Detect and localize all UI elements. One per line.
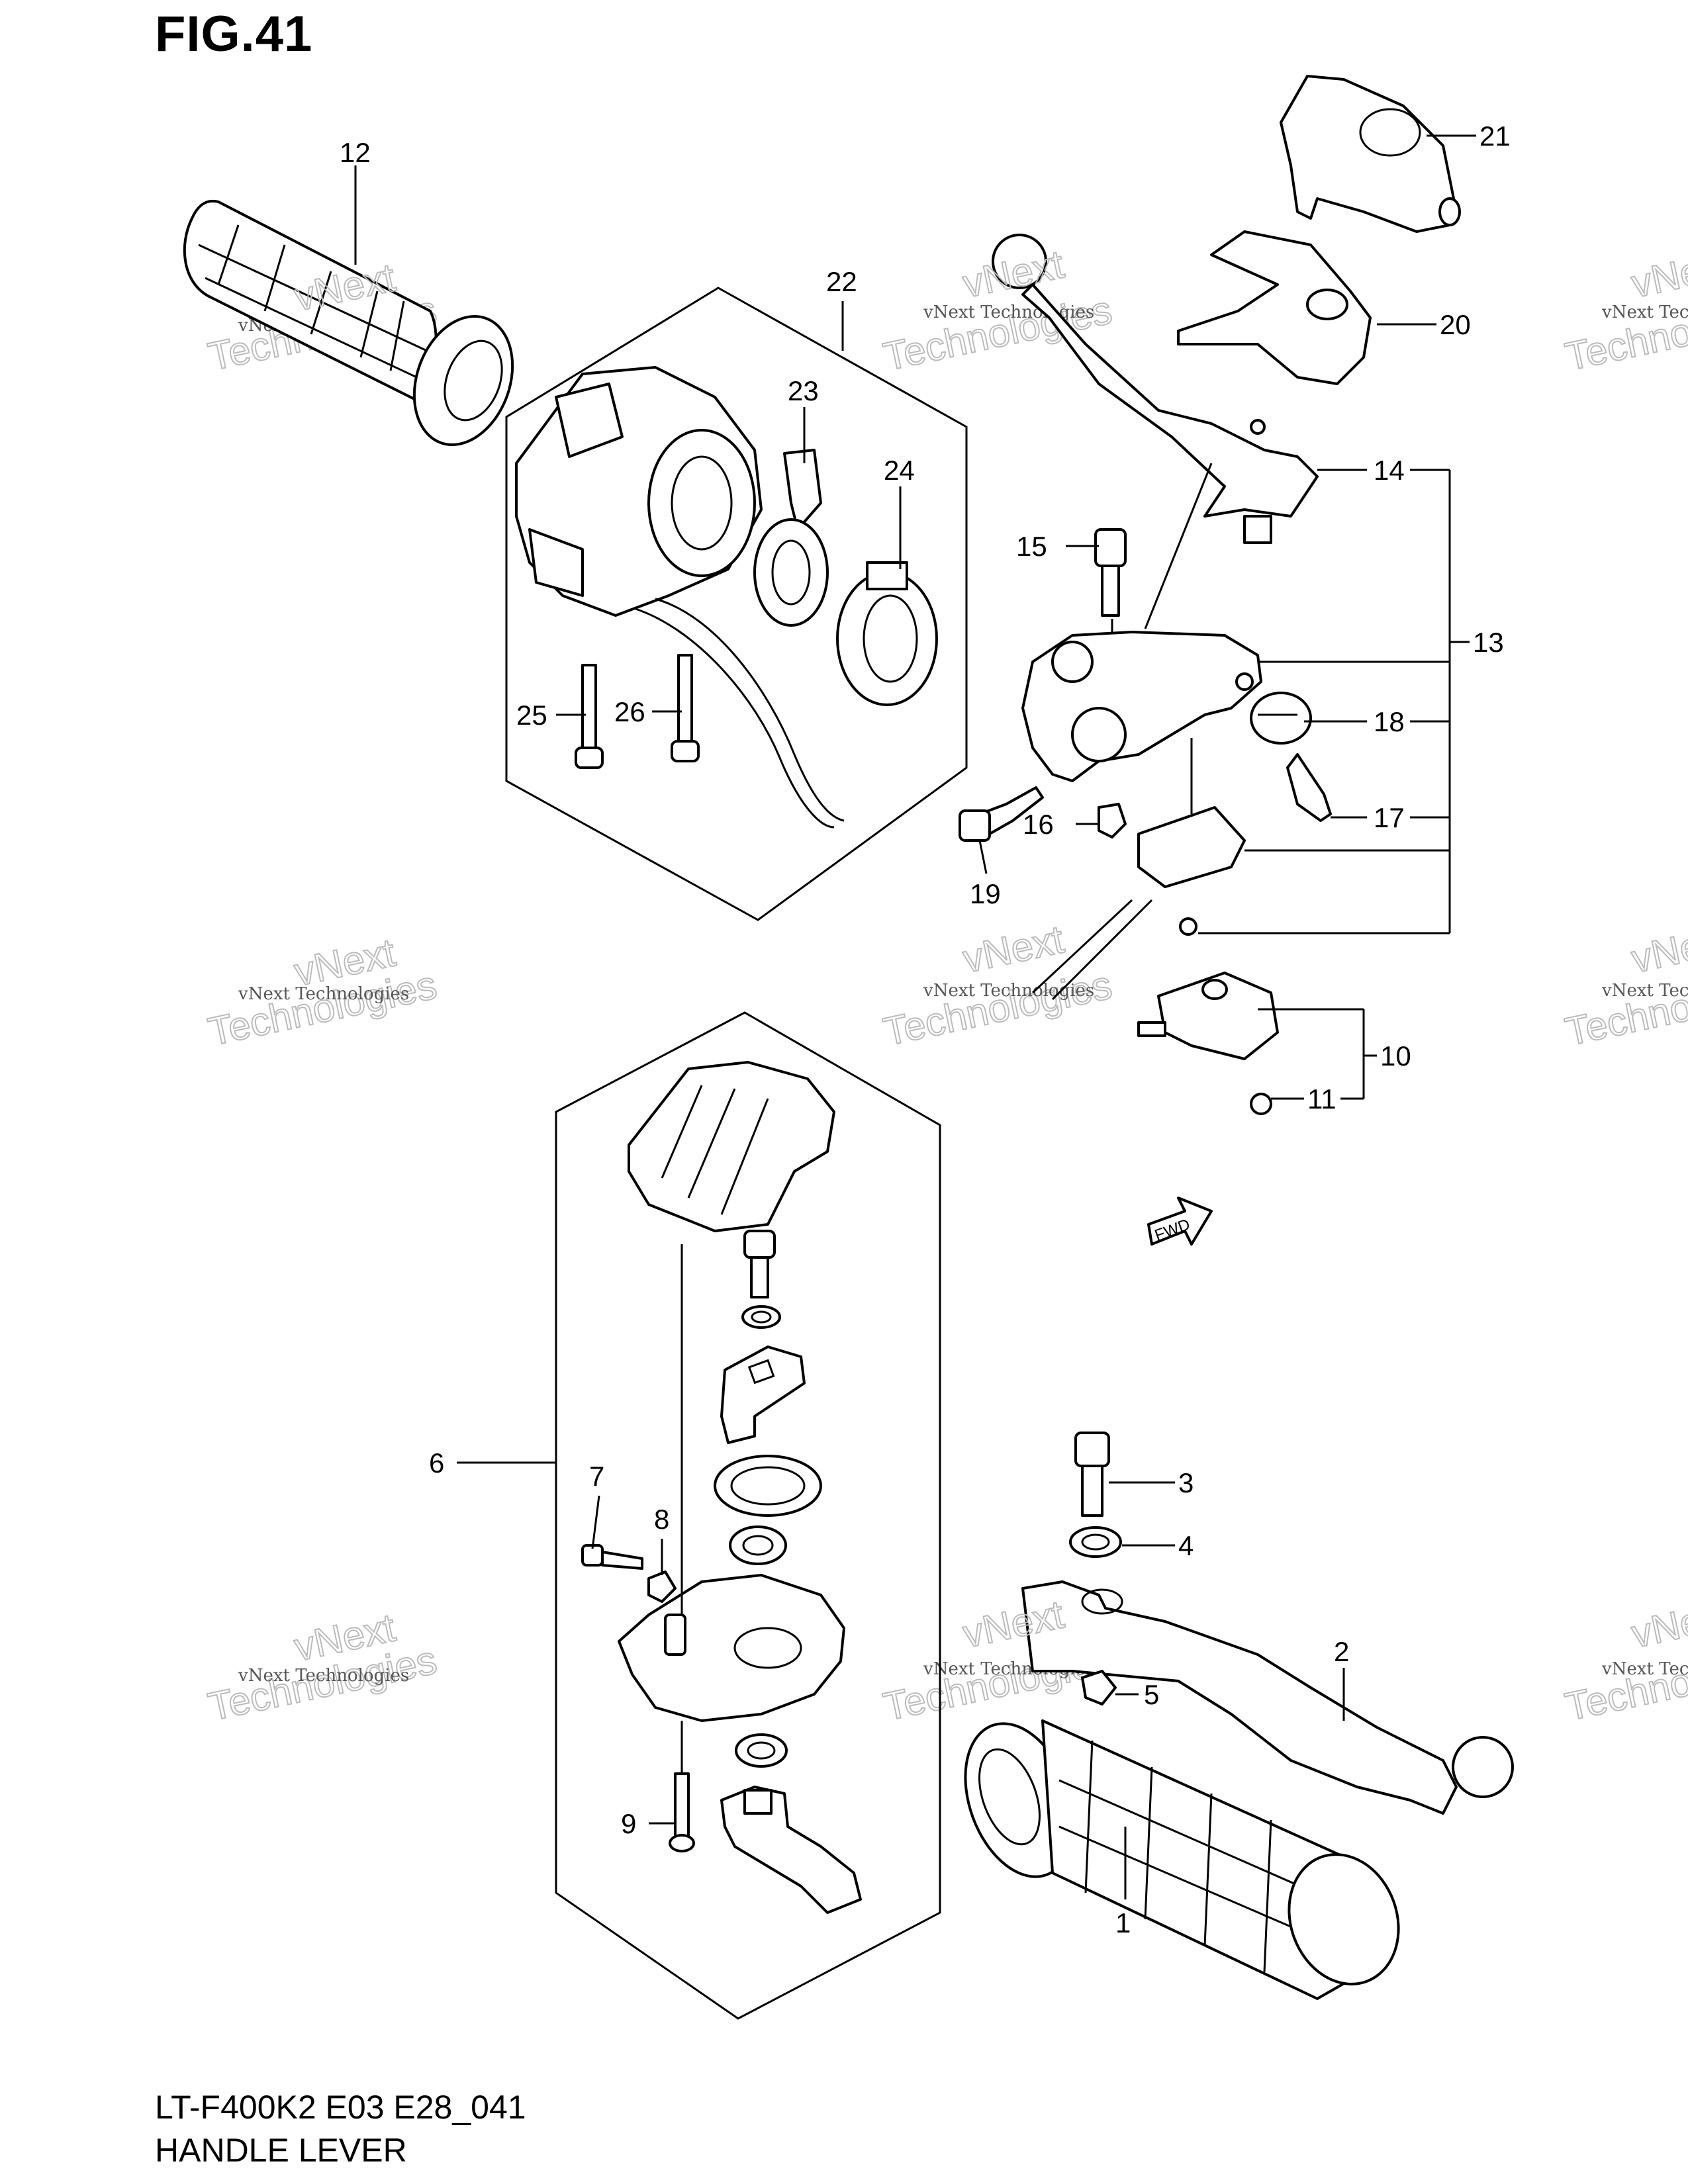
part-13-master-cylinder (1021, 463, 1262, 782)
callout-2: 2 (1334, 1636, 1349, 1667)
svg-text:Technologies: Technologies (1562, 962, 1688, 1054)
part-23-lever (753, 449, 829, 627)
part-17-screw (1286, 753, 1332, 822)
callout-19: 19 (970, 878, 1001, 909)
callout-8: 8 (654, 1504, 669, 1535)
svg-text:Technologies: Technologies (880, 287, 1116, 379)
part-6-washer (741, 1305, 781, 1329)
part-2-lever (1021, 1580, 1514, 1815)
callout-labels: 1 2 3 4 5 6 7 8 9 10 11 12 13 14 15 16 1… (340, 120, 1511, 1938)
part-18-cap (1250, 692, 1312, 745)
watermarks: Technologies vNext Technologies Technolo… (204, 287, 1688, 1729)
part-7-screw (581, 1544, 643, 1570)
callout-21: 21 (1479, 120, 1511, 152)
callout-25: 25 (516, 700, 547, 731)
part-24-ring (836, 561, 938, 706)
watermark-9: Technologies vNext Technologies (1561, 1637, 1688, 1729)
part-20-bracket (1177, 230, 1372, 385)
part-26-screw (671, 654, 700, 762)
part-11-screw (1250, 1093, 1272, 1115)
part-21-cover (1280, 75, 1461, 233)
callout-20: 20 (1440, 309, 1471, 340)
watermark-overlay: vNext vNext vNext vNext vNext vNext vNex… (290, 241, 1688, 1670)
callout-16: 16 (1023, 809, 1054, 840)
callout-5: 5 (1144, 1679, 1159, 1710)
callout-6: 6 (429, 1447, 444, 1479)
svg-text:Technologies: Technologies (1562, 287, 1688, 379)
callout-14: 14 (1374, 455, 1405, 486)
callout-24: 24 (884, 455, 915, 486)
callout-1: 1 (1115, 1907, 1131, 1938)
callout-9: 9 (621, 1808, 636, 1839)
svg-text:vNext: vNext (1628, 242, 1688, 306)
part-16-nut (1098, 803, 1127, 839)
svg-text:vNext Technologies: vNext Technologies (1601, 981, 1688, 1001)
section-name: HANDLE LEVER (155, 2132, 407, 2169)
part-5-nut (1081, 1670, 1117, 1706)
svg-text:Technologies: Technologies (880, 962, 1116, 1054)
part-22-switch-housing (515, 366, 845, 829)
callout-26: 26 (614, 696, 645, 727)
callout-18: 18 (1374, 706, 1405, 737)
callout-7: 7 (589, 1461, 604, 1492)
watermark-3: Technologies vNext Technologies (1561, 287, 1688, 379)
svg-text:vNext: vNext (1628, 917, 1688, 981)
callout-23: 23 (788, 375, 819, 406)
part-6-cam (720, 1345, 806, 1444)
part-19-bolt (959, 786, 1044, 842)
callout-13: 13 (1473, 627, 1504, 658)
callout-17: 17 (1374, 802, 1405, 833)
part-6-bolt (743, 1230, 776, 1298)
callout-4: 4 (1178, 1530, 1194, 1561)
part-3-pivot-bolt (1074, 1432, 1110, 1517)
part-12-left-grip (183, 199, 514, 446)
part-6-assembly-box (555, 1011, 941, 2020)
part-6-bottom-ring (735, 1733, 788, 1768)
svg-text:vNext Technologies: vNext Technologies (238, 984, 409, 1004)
leader-lines (354, 134, 1476, 1899)
svg-text:Technologies: Technologies (1562, 1637, 1688, 1729)
callout-3: 3 (1178, 1467, 1194, 1498)
part-9-screw (669, 1721, 695, 1852)
callout-12: 12 (340, 137, 371, 168)
svg-text:vNext Technologies: vNext Technologies (1601, 1659, 1688, 1679)
part-6-lever (720, 1786, 862, 1914)
part-14-lever (992, 234, 1319, 544)
part-25-screw (575, 664, 604, 769)
part-4-bushing (1069, 1526, 1122, 1558)
watermark-2: Technologies vNext Technologies (879, 287, 1117, 379)
watermark-6: Technologies vNext Technologies (1561, 962, 1688, 1054)
svg-text:vNext Technologies: vNext Technologies (238, 1666, 409, 1686)
fwd-arrow: FWD (1147, 1197, 1213, 1246)
part-6-upper-cover (628, 1061, 835, 1232)
part-22-assembly-box (505, 287, 968, 921)
svg-text:vNext Technologies: vNext Technologies (923, 981, 1094, 1001)
figure-title: FIG.41 (155, 6, 313, 62)
part-6-spring (714, 1455, 822, 1517)
part-8-nut (647, 1570, 677, 1603)
callout-10: 10 (1380, 1040, 1411, 1071)
part-13-switch-bracket (1031, 738, 1246, 1001)
svg-text:vNext: vNext (959, 242, 1068, 306)
callout-15: 15 (1016, 531, 1047, 562)
watermark-5: Technologies vNext Technologies (879, 962, 1117, 1054)
part-10-switch (1137, 972, 1279, 1060)
svg-text:vNext: vNext (1628, 1592, 1688, 1656)
svg-text:vNext Technologies: vNext Technologies (923, 302, 1094, 322)
callout-22: 22 (826, 266, 857, 297)
part-6-lower-case (618, 1244, 845, 1722)
svg-text:vNext Technologies: vNext Technologies (1601, 302, 1688, 322)
svg-text:vNext: vNext (959, 917, 1068, 981)
callout-11: 11 (1307, 1083, 1336, 1115)
part-1-right-grip (964, 1719, 1400, 2000)
part-6-ring (729, 1525, 787, 1565)
model-code: LT-F400K2 E03 E28_041 (155, 2089, 526, 2126)
